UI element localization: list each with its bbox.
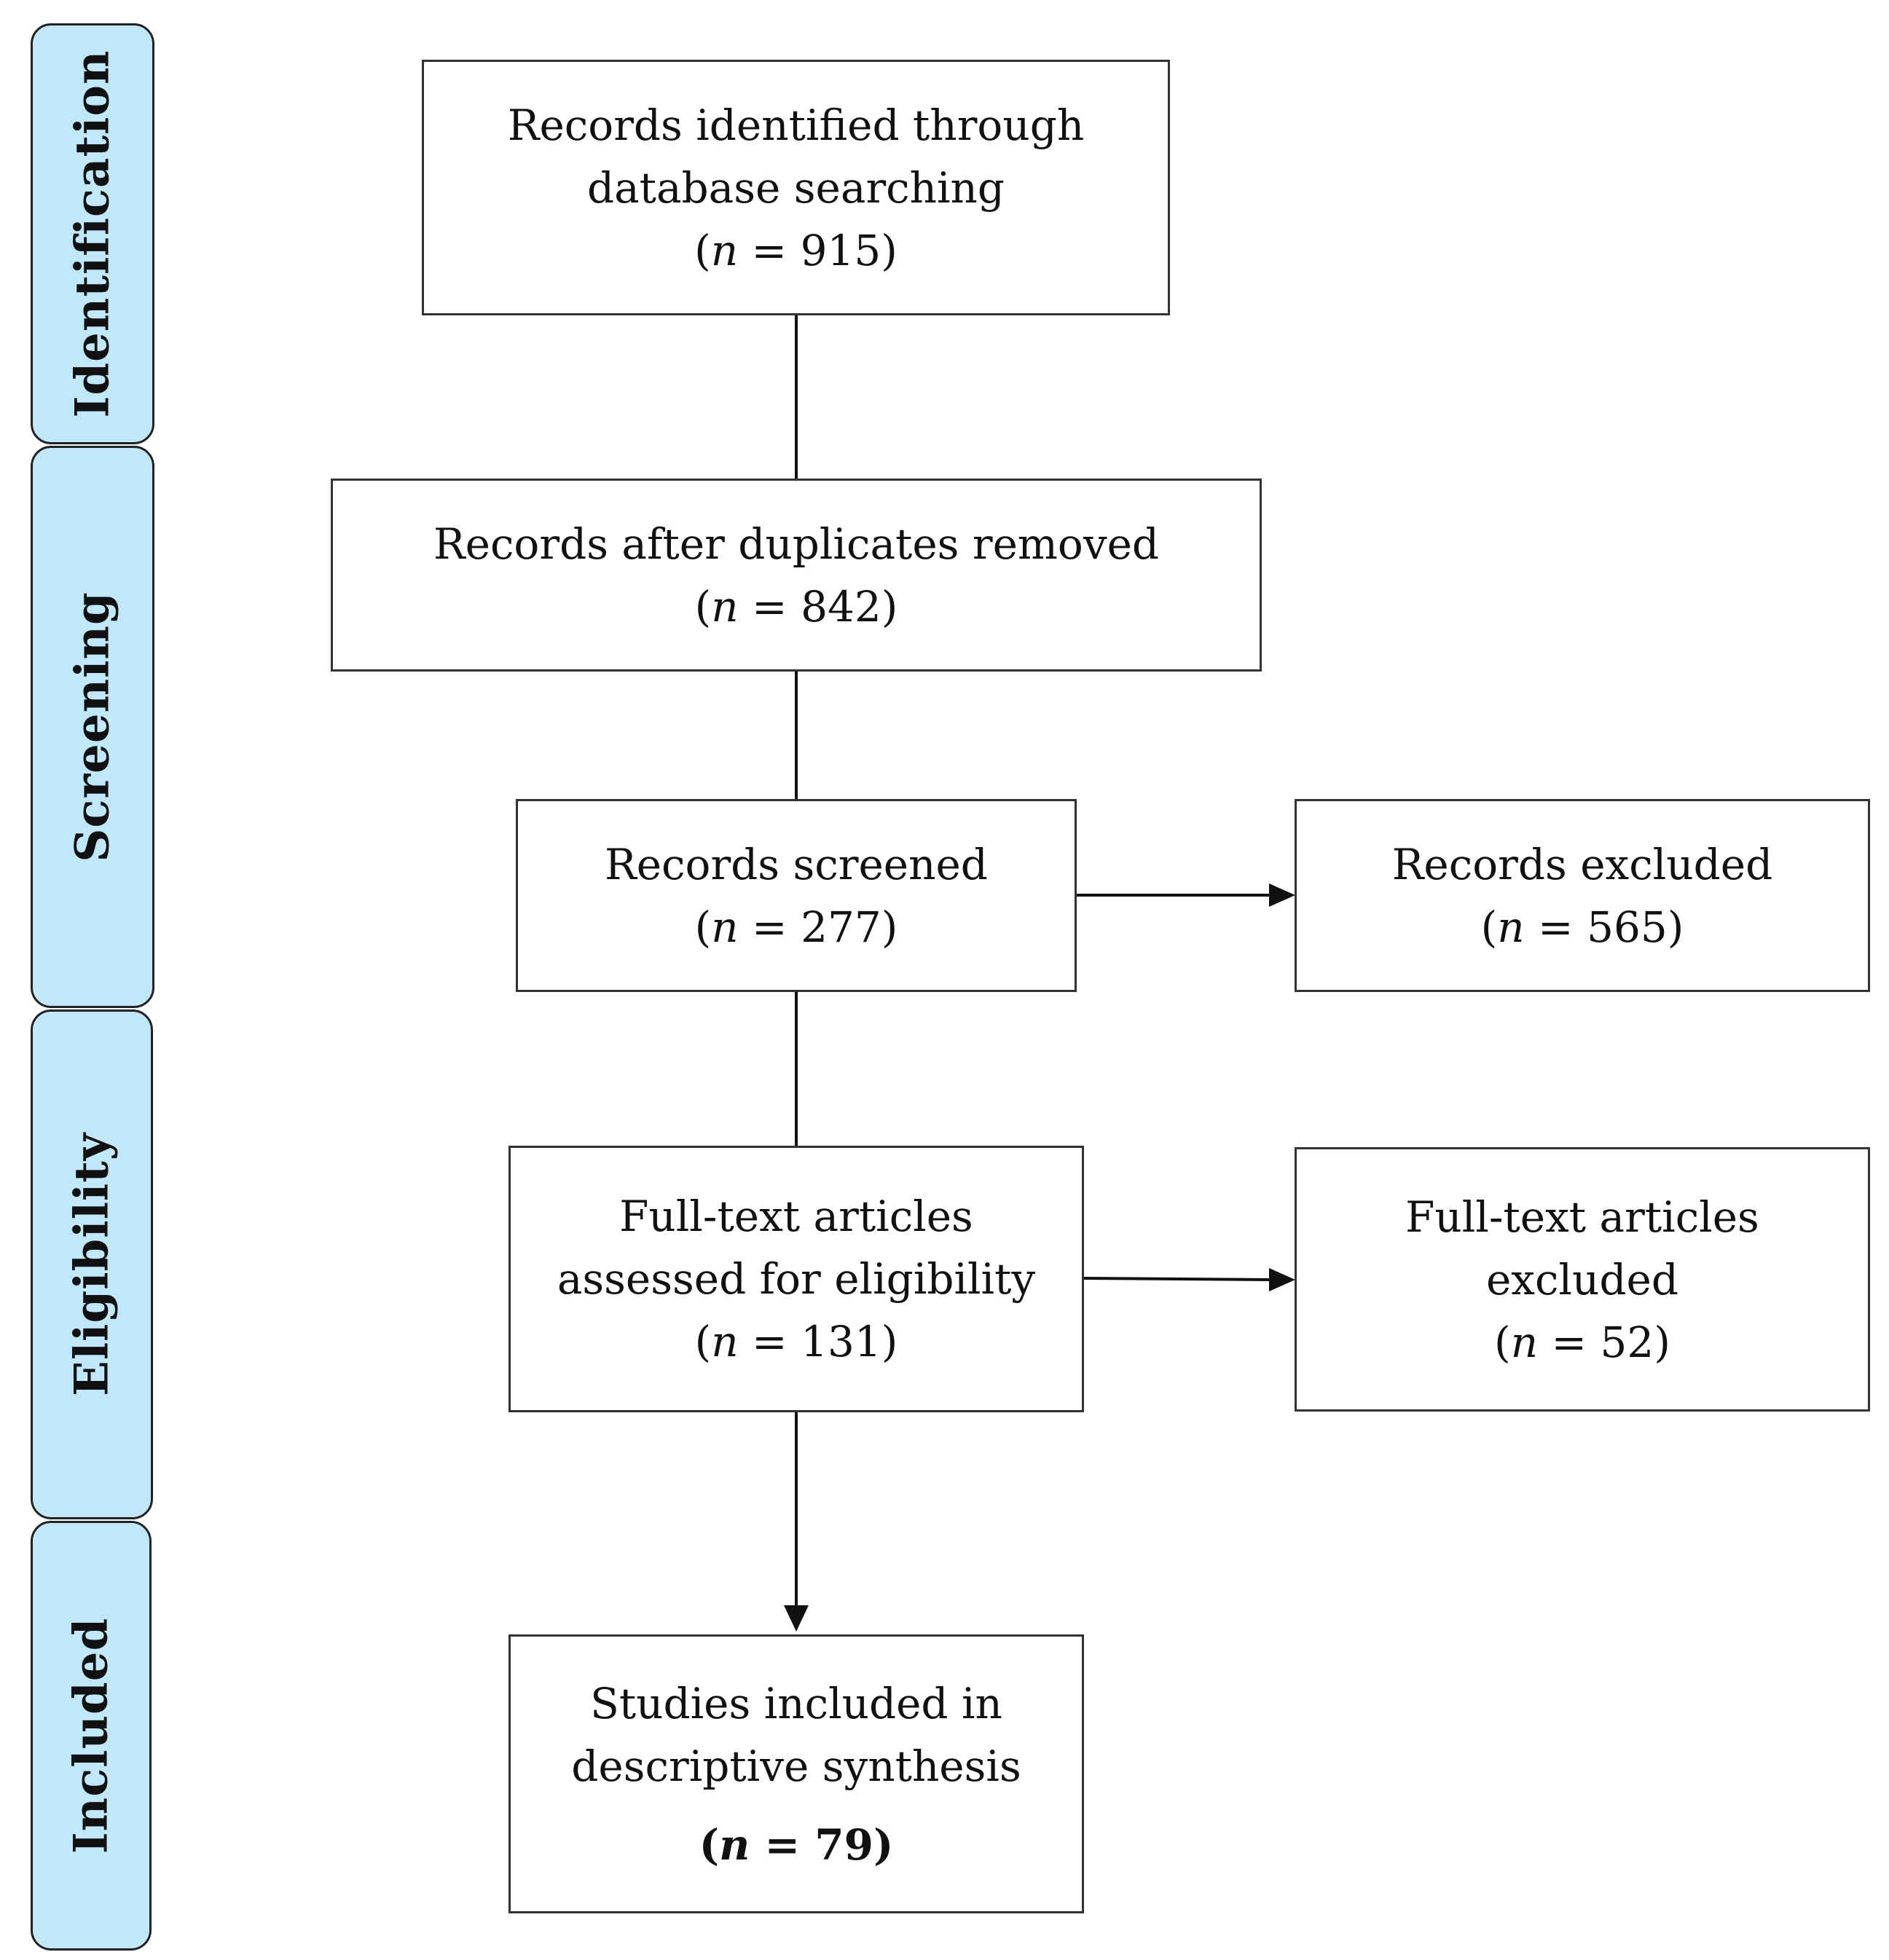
phase-screening: Screening — [31, 446, 154, 1008]
phase-identification: Identification — [31, 23, 154, 444]
arrowhead-screened-to-excluded — [1269, 883, 1295, 907]
phase-label-eligibility: Eligibility — [64, 1133, 119, 1396]
arrow-fulltext-to-excluded — [1083, 1277, 1272, 1281]
box-records-screened-count: (n = 277) — [694, 902, 898, 952]
box-fulltext-excluded-count: (n = 52) — [1494, 1317, 1670, 1367]
box-records-excluded-line1: Records excluded — [1391, 839, 1773, 889]
box-records-identified-line1: Records identified through — [507, 100, 1085, 150]
box-fulltext-excluded-line2: excluded — [1485, 1254, 1678, 1304]
box-records-excluded-count: (n = 565) — [1480, 902, 1684, 952]
arrowhead-fulltext-to-included — [784, 1605, 809, 1632]
phase-label-screening: Screening — [65, 591, 120, 862]
box-studies-included-line1: Studies included in — [590, 1678, 1002, 1728]
box-studies-included-count: (n = 79) — [699, 1819, 894, 1870]
box-fulltext-excluded: Full-text articles excluded (n = 52) — [1295, 1147, 1870, 1412]
phase-eligibility: Eligibility — [31, 1009, 153, 1519]
phase-included: Included — [31, 1521, 152, 1951]
box-records-screened-line1: Records screened — [605, 839, 988, 889]
box-records-screened: Records screened (n = 277) — [516, 799, 1077, 992]
box-records-excluded: Records excluded (n = 565) — [1295, 799, 1870, 992]
box-after-duplicates: Records after duplicates removed (n = 84… — [331, 479, 1262, 672]
box-fulltext-assessed: Full-text articles assessed for eligibil… — [508, 1146, 1084, 1412]
arrowhead-fulltext-to-excluded — [1269, 1268, 1295, 1291]
phase-label-identification: Identification — [65, 50, 120, 418]
box-records-identified-count: (n = 915) — [694, 225, 898, 275]
box-records-identified-line2: database searching — [586, 162, 1005, 213]
phase-label-included: Included — [63, 1617, 119, 1854]
box-studies-included: Studies included in descriptive synthesi… — [508, 1634, 1084, 1913]
box-fulltext-assessed-count: (n = 131) — [694, 1317, 898, 1366]
box-fulltext-excluded-line1: Full-text articles — [1405, 1192, 1759, 1242]
box-fulltext-assessed-line2: assessed for eligibility — [557, 1254, 1036, 1304]
box-after-duplicates-count: (n = 842) — [694, 581, 898, 631]
box-after-duplicates-line1: Records after duplicates removed — [433, 519, 1160, 569]
box-fulltext-assessed-line1: Full-text articles — [619, 1192, 973, 1241]
box-studies-included-line2: descriptive synthesis — [571, 1741, 1021, 1791]
box-records-identified: Records identified through database sear… — [422, 60, 1170, 315]
